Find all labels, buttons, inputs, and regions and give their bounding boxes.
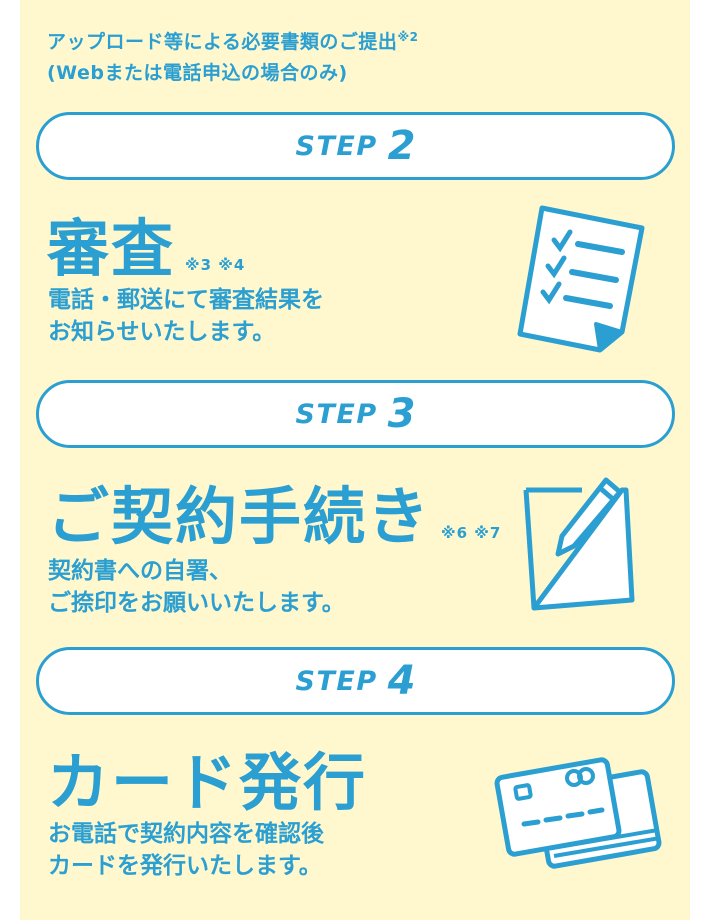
step-number: 2 bbox=[387, 123, 416, 169]
step-number: 4 bbox=[387, 658, 416, 704]
checklist-icon bbox=[517, 205, 645, 353]
step-notes: ※3 ※4 bbox=[185, 256, 246, 274]
submission-note: アップロード等による必要書類のご提出※2 (Webまたは電話申込の場合のみ) bbox=[47, 22, 418, 89]
desc-line: 電話・郵送にて審査結果を bbox=[48, 287, 324, 313]
step-label: STEP bbox=[295, 130, 378, 162]
intro-line1: アップロード等による必要書類のご提出 bbox=[47, 31, 398, 53]
step2-description: 電話・郵送にて審査結果を お知らせいたします。 bbox=[48, 284, 324, 348]
desc-line: お電話で契約内容を確認後 bbox=[48, 821, 324, 847]
step-number: 3 bbox=[387, 391, 416, 437]
intro-line2: (Webまたは電話申込の場合のみ) bbox=[47, 62, 348, 84]
desc-line: 契約書への自署、 bbox=[48, 558, 232, 584]
pencil-paper-icon bbox=[523, 477, 635, 611]
credit-cards-icon bbox=[494, 757, 662, 869]
step4-description: お電話で契約内容を確認後 カードを発行いたします。 bbox=[48, 818, 324, 882]
step3-description: 契約書への自署、 ご捺印をお願いいたします。 bbox=[48, 555, 345, 619]
desc-line: ご捺印をお願いいたします。 bbox=[48, 590, 345, 616]
step-notes: ※6 ※7 bbox=[441, 524, 502, 542]
step4-title: カード発行 bbox=[47, 732, 377, 822]
step-label: STEP bbox=[295, 398, 378, 430]
step-title: カード発行 bbox=[47, 746, 368, 819]
step2-title: 審査 ※3 ※4 bbox=[47, 198, 245, 288]
step-title: 審査 bbox=[47, 212, 176, 285]
step3-title: ご契約手続き ※6 ※7 bbox=[47, 466, 501, 556]
step-label: STEP bbox=[295, 665, 378, 697]
step2-banner: STEP 2 bbox=[36, 112, 675, 180]
intro-note: ※2 bbox=[397, 30, 419, 44]
desc-line: お知らせいたします。 bbox=[48, 319, 276, 345]
step-title: ご契約手続き bbox=[47, 480, 432, 553]
desc-line: カードを発行いたします。 bbox=[48, 853, 322, 879]
step4-banner: STEP 4 bbox=[36, 647, 675, 715]
step3-banner: STEP 3 bbox=[36, 380, 675, 448]
